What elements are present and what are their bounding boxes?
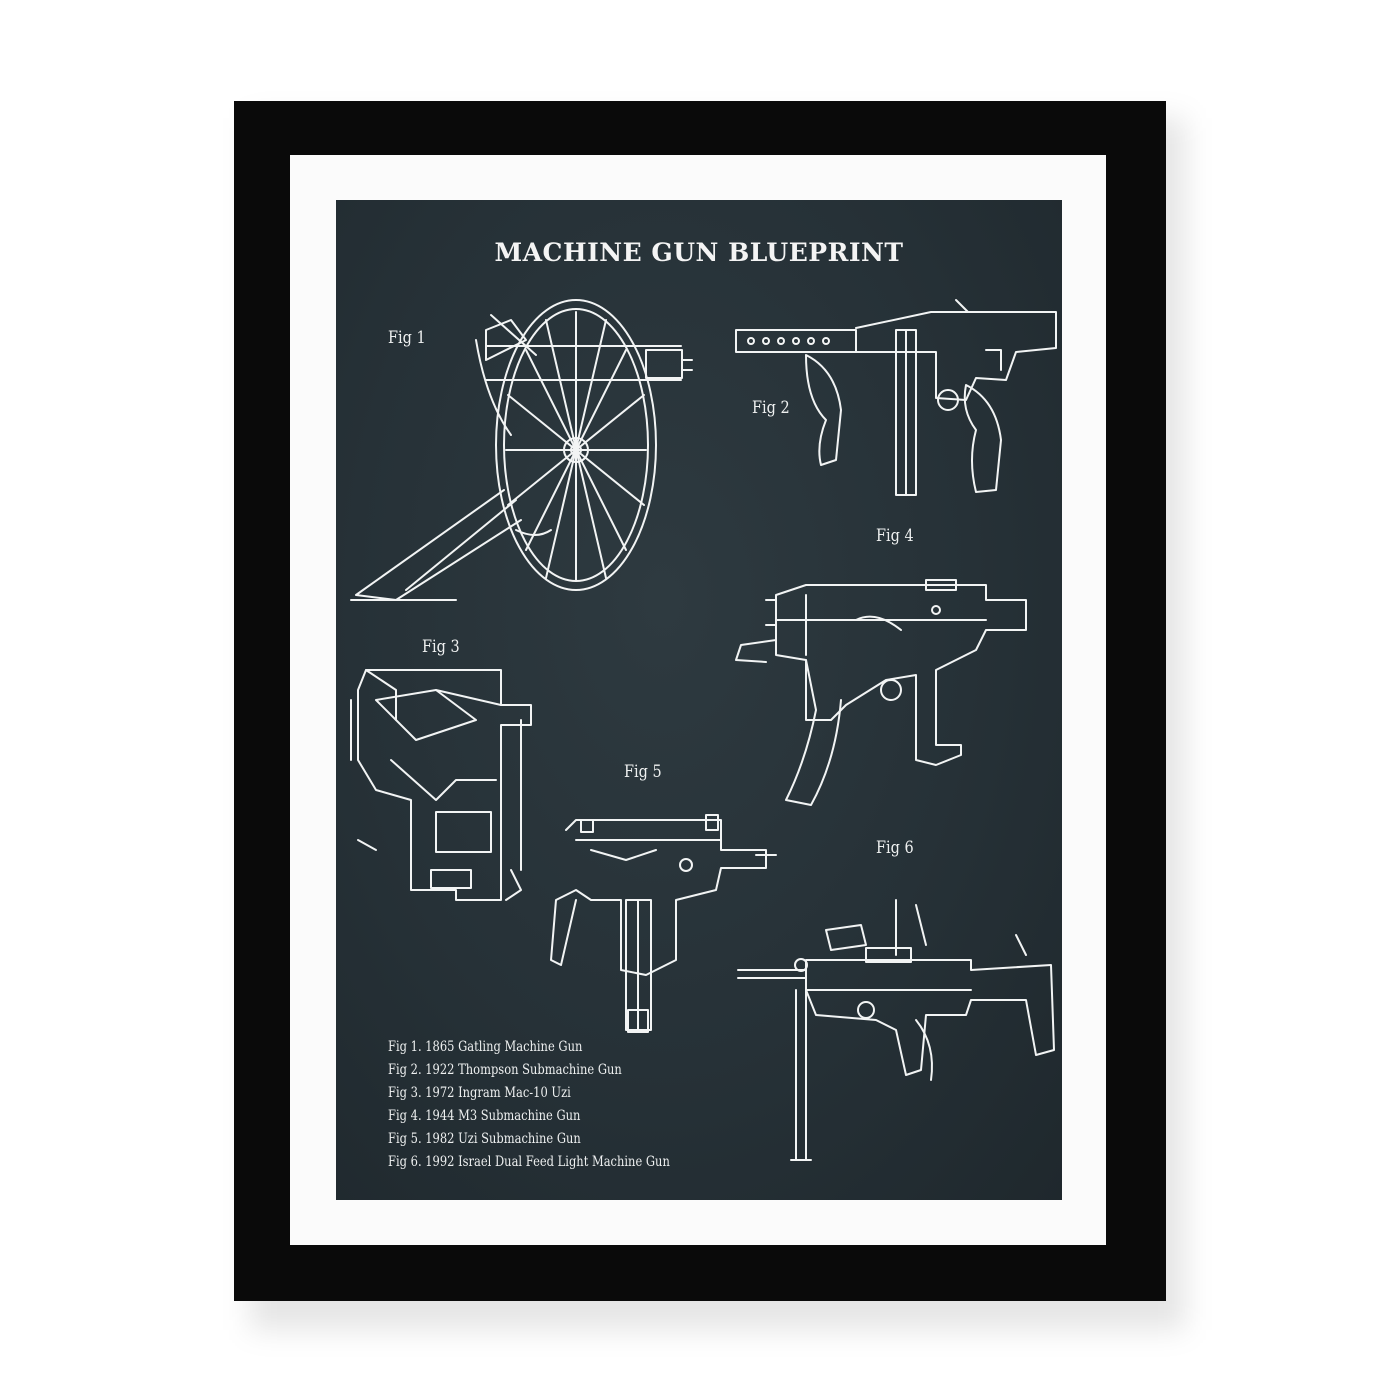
fig-6-label: Fig 6 <box>876 838 914 858</box>
poster-title: MACHINE GUN BLUEPRINT <box>494 238 904 267</box>
legend-item: Fig 5. 1982 Uzi Submachine Gun <box>388 1131 581 1147</box>
fig-3-label: Fig 3 <box>422 637 460 657</box>
fig-5-label: Fig 5 <box>624 762 662 782</box>
fig-2-thompson-drawing <box>736 300 1056 495</box>
blueprint-poster: MACHINE GUN BLUEPRINT Fig 1 Fig 2 Fig 3 … <box>336 200 1062 1200</box>
legend-item: Fig 6. 1992 Israel Dual Feed Light Machi… <box>388 1154 670 1170</box>
fig-3-mac10-drawing <box>351 670 531 900</box>
legend-item: Fig 2. 1922 Thompson Submachine Gun <box>388 1062 622 1078</box>
fig-1-label: Fig 1 <box>388 328 426 348</box>
blueprint-drawings <box>336 200 1062 1200</box>
fig-4-label: Fig 4 <box>876 526 914 546</box>
fig-4-m3-drawing <box>736 580 1026 805</box>
fig-6-lmg-drawing <box>738 900 1054 1160</box>
fig-5-uzi-drawing <box>551 815 776 1032</box>
legend-item: Fig 1. 1865 Gatling Machine Gun <box>388 1039 583 1055</box>
fig-2-label: Fig 2 <box>752 398 790 418</box>
fig-1-gatling-drawing <box>351 300 692 600</box>
figure-legend: Fig 1. 1865 Gatling Machine Gun Fig 2. 1… <box>388 1036 732 1174</box>
legend-item: Fig 3. 1972 Ingram Mac-10 Uzi <box>388 1085 571 1101</box>
legend-item: Fig 4. 1944 M3 Submachine Gun <box>388 1108 581 1124</box>
